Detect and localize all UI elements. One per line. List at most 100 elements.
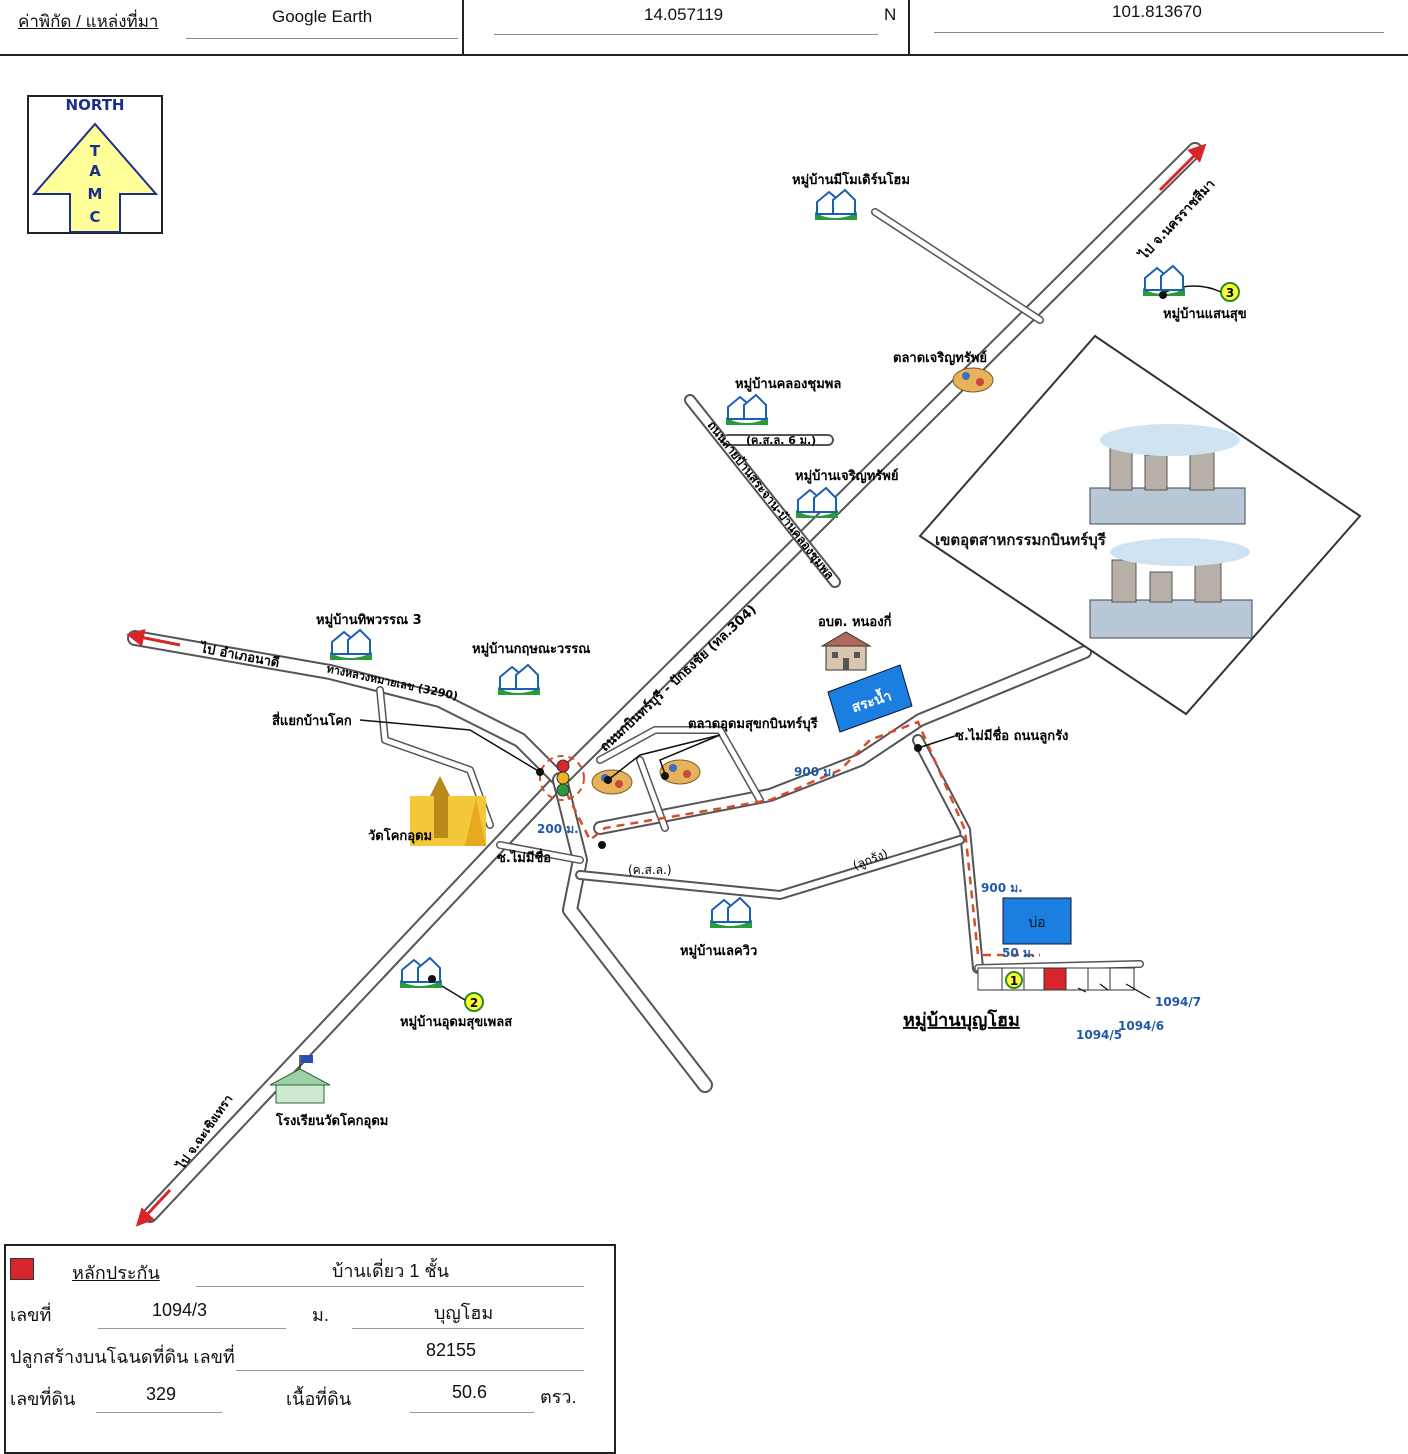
place-label: โรงเรียนวัดโคกอุดม <box>275 1112 388 1129</box>
route-dashed <box>558 720 1040 957</box>
plot-number-label: 1094/5 <box>1076 1028 1122 1042</box>
north-compass: NORTH T A M C <box>27 95 163 234</box>
house-icon <box>796 486 838 518</box>
plot-row <box>977 967 1135 991</box>
place-label: หมู่บ้านแสนสุข <box>1163 306 1247 322</box>
industrial-zone: เขตอุตสาหกรรมกบินทร์บุรี <box>918 334 1362 716</box>
collateral-info-box: หลักประกัน บ้านเดี่ยว 1 ชั้น เลขที่ 1094… <box>4 1244 616 1454</box>
latitude-direction: N <box>884 5 897 24</box>
marker-2-number: 2 <box>470 996 478 1010</box>
market-icon <box>952 367 994 393</box>
underline <box>96 1412 222 1413</box>
place-label: วัดโคกอุดม <box>368 827 432 844</box>
number-value: 1094/3 <box>152 1300 208 1320</box>
deed-value: 82155 <box>426 1340 477 1360</box>
underline <box>236 1370 584 1371</box>
marker-3-number: 3 <box>1226 286 1234 300</box>
underline <box>98 1328 286 1329</box>
road-surface-label: (ค.ส.ล.) <box>628 863 672 877</box>
place-label: ซ.ไม่มีชื่อ ถนนลูกรัง <box>955 726 1068 744</box>
place-label: หมู่บ้านทิพวรรณ 3 <box>316 612 422 628</box>
marker-1-number: 1 <box>1010 974 1018 988</box>
well-label: บ่อ <box>1028 915 1045 931</box>
plot-number-label: 1094/6 <box>1118 1019 1164 1033</box>
place-label: ตลาดเจริญทรัพย์ <box>893 350 987 366</box>
plot-number-label: 1094/7 <box>1155 995 1201 1009</box>
collateral-plot <box>1043 967 1067 991</box>
place-label: หมู่บ้านคลองชุมพล <box>735 376 841 392</box>
compass-letter: C <box>89 208 100 226</box>
place-label: ซ.ไม่มีชื่อ <box>497 848 551 866</box>
land-number-value: 329 <box>146 1384 177 1404</box>
place-label: หมู่บ้านเจริญทรัพย์ <box>795 468 898 484</box>
intersection-highlight <box>539 755 585 801</box>
area-label: เนื้อที่ดิน <box>286 1389 352 1409</box>
land-number-label: เลขที่ดิน <box>10 1389 76 1409</box>
source-value: Google Earth <box>272 7 373 26</box>
building-type-value: บ้านเดี่ยว 1 ชั้น <box>332 1261 449 1281</box>
arrow-west-icon <box>126 628 181 647</box>
arrow-southwest-icon <box>135 1188 172 1227</box>
well: บ่อ <box>1002 897 1072 945</box>
longitude-underline <box>934 32 1384 33</box>
school-icon <box>269 1055 331 1104</box>
office-building-icon <box>820 631 872 671</box>
market-icon <box>659 759 701 785</box>
distance-label: 900 ม. <box>794 765 836 779</box>
house-icon <box>710 896 752 928</box>
place-label: หมู่บ้านมีโมเดิร์นโฮม <box>792 171 910 188</box>
marker-3: 3 <box>1220 282 1240 302</box>
market-icon <box>591 769 633 795</box>
compass-north-text: NORTH <box>66 96 125 114</box>
underline <box>196 1286 584 1287</box>
house-icon <box>815 188 857 220</box>
factory-icon <box>1089 538 1253 639</box>
place-label: หมู่บ้านกฤษณะวรรณ <box>472 641 590 657</box>
location-map: NORTH T A M C <box>27 95 1362 1227</box>
boonhome-village-label: หมู่บ้านบุญโฮม <box>903 1009 1020 1032</box>
pointer-lines <box>359 719 956 781</box>
area-value: 50.6 <box>452 1382 488 1402</box>
compass-letter: A <box>89 162 101 180</box>
house-icon <box>400 956 442 988</box>
house-icon <box>498 663 540 695</box>
place-label: หมู่บ้านเลควิว <box>680 943 757 959</box>
pond: สระน้ำ <box>827 664 913 733</box>
underline <box>410 1412 534 1413</box>
coordinate-header: ค่าพิกัด / แหล่งที่มา Google Earth 14.05… <box>0 0 1408 56</box>
header-divider <box>908 0 910 54</box>
coordinate-source-label: ค่าพิกัด / แหล่งที่มา <box>18 12 159 31</box>
place-label: หมู่บ้านอุดมสุขเพลส <box>400 1014 512 1030</box>
compass-letter: M <box>88 185 103 203</box>
compass-letter: T <box>90 142 101 160</box>
deed-label: ปลูกสร้างบนโฉนดที่ดิน เลขที่ <box>10 1347 235 1367</box>
house-icon <box>726 393 768 425</box>
number-label: เลขที่ <box>10 1305 52 1325</box>
latitude-underline <box>494 34 878 35</box>
temple-icon <box>410 776 486 846</box>
marker-2: 2 <box>464 992 484 1012</box>
road-surface-label: (ค.ส.ล. 6 ม.) <box>746 434 816 447</box>
traffic-light-icon <box>556 759 570 797</box>
area-unit: ตรว. <box>540 1387 577 1407</box>
latitude-value: 14.057119 <box>644 5 724 24</box>
place-label: อบต. หนองกี่ <box>818 612 892 630</box>
source-underline <box>186 38 458 39</box>
place-label: ตลาดอุดมสุขกบินทร์บุรี <box>688 716 818 732</box>
house-icon <box>330 628 372 660</box>
industrial-zone-label: เขตอุตสาหกรรมกบินทร์บุรี <box>935 531 1107 550</box>
road-label-west: ไป อำเภอนาดี <box>197 639 281 671</box>
place-label: สี่แยกบ้านโคก <box>272 711 352 729</box>
longitude-value: 101.813670 <box>1112 2 1202 21</box>
collateral-legend-swatch <box>10 1258 34 1280</box>
factory-icon <box>1089 424 1246 525</box>
distance-label: 50 ม. <box>1002 946 1035 960</box>
village-value: บุญโฮม <box>434 1303 494 1323</box>
moo-label: ม. <box>312 1305 329 1325</box>
distance-label: 900 ม. <box>981 881 1023 895</box>
legend-label: หลักประกัน <box>72 1263 160 1283</box>
north-arrow-icon <box>31 122 159 233</box>
arrow-northeast-icon <box>1158 143 1207 192</box>
header-divider <box>462 0 464 54</box>
underline <box>352 1328 584 1329</box>
